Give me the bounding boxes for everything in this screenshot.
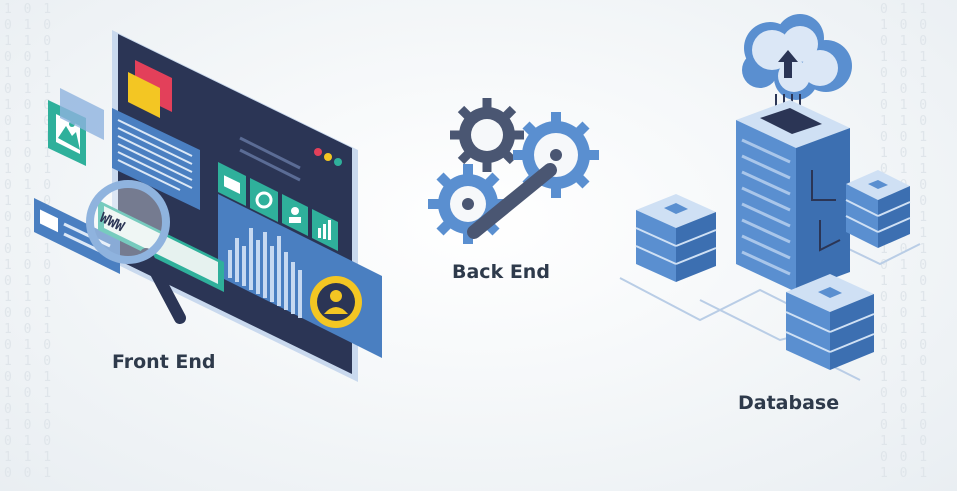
bar-chart-icon [312,209,338,251]
chart-panel [218,194,382,358]
icon-tiles [218,162,338,251]
gears-icon [428,98,599,244]
cloud-upload-icon [742,14,852,134]
server-stack-icon [635,170,911,370]
profile-circle-icon [310,276,362,328]
binary-background-right: 0 1 1 1 0 0 0 1 0 1 1 1 0 0 1 1 0 1 0 1 … [880,2,930,481]
server-rack-icon [736,100,850,292]
database-label: Database [738,392,840,414]
user-icon [282,194,308,236]
back-end-label: Back End [452,261,550,283]
front-end-label: Front End [112,351,216,373]
mail-icon [218,162,246,206]
magnifier-icon [86,180,186,324]
image-icon [48,88,104,166]
gear-icon [250,178,278,222]
